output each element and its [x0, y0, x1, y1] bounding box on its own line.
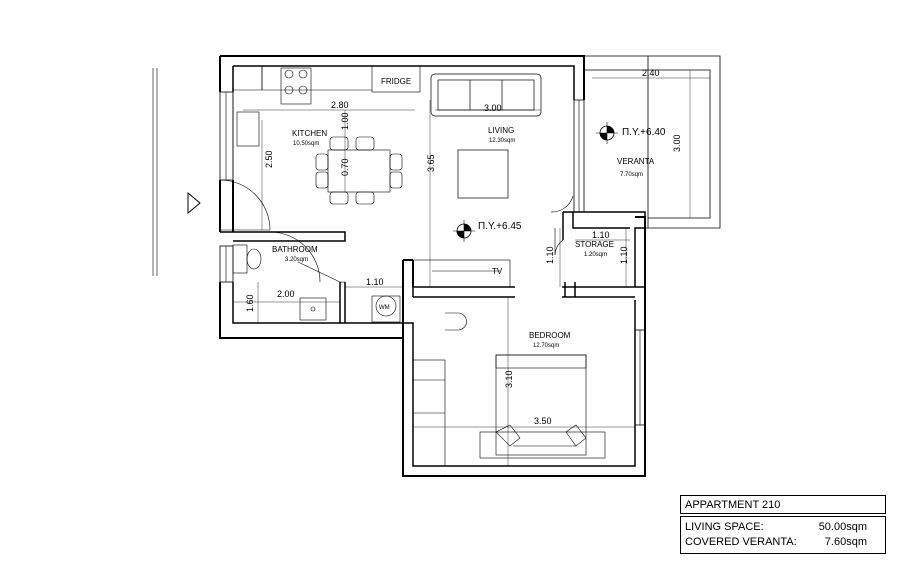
room-label-bathroom: BATHROOM — [272, 245, 318, 254]
room-area-veranta: 7.70sqm — [620, 172, 643, 178]
dining-table — [315, 136, 403, 205]
apartment-title-text: APPARTMENT 210 — [685, 499, 781, 511]
level-veranta: Π.Υ.+6.40 — [622, 127, 666, 138]
room-area-bedroom: 12.70sqm — [533, 343, 559, 349]
living-space-row: LIVING SPACE: 50.00sqm — [685, 520, 881, 535]
dimension-lines — [233, 70, 710, 466]
fixture-label-tv: TV — [492, 267, 503, 276]
dim-storage-width: 1.10 — [592, 230, 610, 240]
bedroom-furniture — [412, 312, 606, 467]
bathroom-fixtures — [232, 244, 401, 323]
room-label-bedroom: BEDROOM — [529, 331, 571, 340]
room-area-storage: 1.20sqm — [584, 252, 607, 258]
dim-bath-depth: 1.60 — [245, 294, 255, 312]
covered-veranta-value: 7.60sqm — [824, 536, 867, 548]
entrance-marker — [152, 68, 201, 276]
dim-kitchen-width: 2.80 — [331, 100, 349, 110]
dim-kitchen-depth: 2.50 — [264, 150, 274, 168]
room-area-living: 12.30sqm — [489, 138, 515, 144]
room-area-bathroom: 3.20sqm — [285, 257, 308, 263]
dim-sofa-width: 3.00 — [484, 103, 502, 113]
dim-table-width: 0.70 — [340, 158, 350, 176]
covered-veranta-row: COVERED VERANTA: 7.60sqm — [685, 535, 881, 550]
dim-table-depth: 1.00 — [340, 112, 350, 130]
room-label-kitchen: KITCHEN — [292, 129, 327, 138]
level-markers — [453, 122, 618, 242]
dim-storage-depth-left: 1.10 — [545, 246, 555, 264]
coffee-table — [457, 149, 509, 199]
doors — [219, 179, 574, 283]
fixture-label-wm: WM — [379, 305, 390, 311]
apartment-title: APPARTMENT 210 — [680, 495, 886, 514]
dim-veranta-depth: 3.00 — [672, 134, 682, 152]
dim-bedroom-depth: 3.10 — [504, 370, 514, 388]
room-area-kitchen: 10.50sqm — [293, 141, 319, 147]
level-living: Π.Υ.+6.45 — [478, 221, 522, 232]
dim-veranta-width: 2.40 — [642, 68, 660, 78]
area-summary: LIVING SPACE: 50.00sqm COVERED VERANTA: … — [680, 516, 886, 554]
covered-veranta-label: COVERED VERANTA: — [685, 536, 797, 548]
dim-storage-depth-right: 1.10 — [619, 246, 629, 264]
veranta-area — [583, 55, 721, 229]
fixture-label-fridge: FRIDGE — [381, 77, 411, 86]
dim-bath-door: 1.10 — [366, 277, 384, 287]
living-space-value: 50.00sqm — [818, 521, 867, 533]
room-label-living: LIVING — [488, 126, 514, 135]
sofa — [430, 73, 542, 117]
room-label-storage: STORAGE — [575, 240, 614, 249]
dim-living-depth: 3.65 — [426, 154, 436, 172]
tv-unit — [412, 259, 511, 288]
living-space-label: LIVING SPACE: — [685, 521, 764, 533]
walls — [219, 55, 646, 477]
dim-bath-width: 2.00 — [277, 289, 295, 299]
room-label-veranta: VERANTA — [617, 157, 655, 166]
dim-bedroom-width: 3.50 — [534, 416, 552, 426]
kitchen-counter — [232, 65, 421, 178]
